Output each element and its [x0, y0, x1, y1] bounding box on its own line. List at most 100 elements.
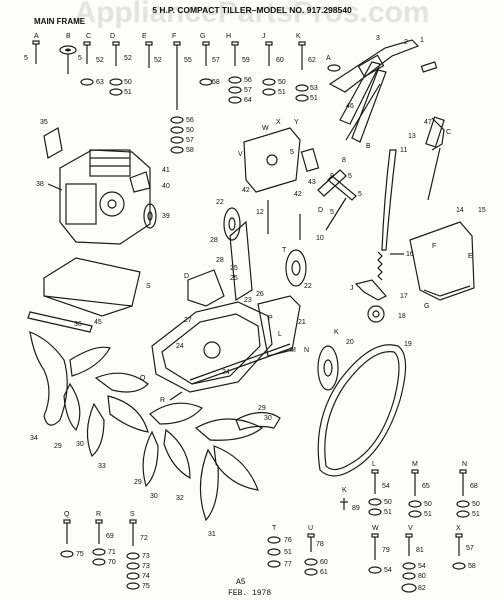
drag-bar[interactable]: 45 [27, 311, 102, 333]
hardware-stack-T[interactable]: T 76 51 77 [267, 525, 292, 568]
svg-text:75: 75 [142, 583, 150, 590]
hardware-stack-W[interactable]: W 79 54 [368, 525, 392, 574]
hardware-stack-M[interactable]: M 65 50 51 [408, 461, 432, 518]
tine-shield[interactable]: S 36 [43, 257, 151, 328]
svg-text:22: 22 [304, 283, 312, 290]
svg-text:1: 1 [420, 37, 424, 44]
hardware-stack-D[interactable]: D 52 50 51 [109, 33, 132, 96]
control-cable[interactable]: 13 47 C [408, 116, 451, 201]
svg-text:17: 17 [400, 293, 408, 300]
hardware-stack-O[interactable]: Q 75 [60, 511, 84, 558]
svg-text:60: 60 [320, 559, 328, 566]
svg-text:73: 73 [142, 553, 150, 560]
wheel-bracket[interactable]: 28 25 23 [210, 220, 253, 304]
tine-outer-right[interactable]: 29 30 31 [194, 405, 281, 538]
hardware-stack-U[interactable]: U 78 60 61 [304, 525, 328, 576]
watermark-text: AppliancePartsPros.com [74, 0, 429, 29]
svg-text:50: 50 [278, 79, 286, 86]
svg-text:T: T [282, 247, 287, 254]
svg-text:A: A [34, 33, 39, 40]
tine-bolts[interactable]: R Q [140, 375, 183, 404]
svg-text:78: 78 [316, 541, 324, 548]
svg-text:77: 77 [284, 561, 292, 568]
hardware-long-bolt-F[interactable]: F 55 56 50 57 58 [170, 33, 194, 154]
svg-text:B: B [366, 143, 371, 150]
svg-text:N: N [462, 461, 467, 468]
hardware-stack-C[interactable]: C 52 63 [80, 33, 104, 86]
clutch-rod[interactable]: 11 [381, 147, 407, 251]
upper-frame-bracket[interactable]: W X Y 5 V [238, 119, 301, 193]
engine-pulley[interactable]: 39 [143, 203, 170, 229]
svg-text:46: 46 [346, 103, 354, 110]
hardware-stack-J[interactable]: J 60 50 51 [262, 33, 286, 96]
hardware-stack-L[interactable]: L 54 50 51 [368, 461, 392, 516]
hardware-stack-K[interactable]: K 62 53 51 [295, 33, 318, 102]
svg-text:89: 89 [352, 505, 360, 512]
handle-assembly[interactable]: 1 2 3 A 46 B [326, 35, 438, 150]
svg-text:29: 29 [134, 479, 142, 486]
svg-text:58: 58 [468, 563, 476, 570]
hardware-stack-E[interactable]: E 52 [142, 33, 162, 68]
shift-lever[interactable]: 8 5 5 D 5 10 9 [316, 157, 362, 242]
svg-text:51: 51 [278, 89, 286, 96]
svg-text:13: 13 [408, 133, 416, 140]
main-pulley[interactable]: 20 K [317, 329, 354, 391]
hardware-bolt-A[interactable]: A 5 [24, 33, 40, 64]
svg-text:58: 58 [212, 79, 220, 86]
svg-text:76: 76 [284, 537, 292, 544]
hardware-stack-G[interactable]: G 57 58 [199, 33, 220, 86]
transmission-cover[interactable]: 21 L M N P [257, 295, 309, 357]
upper-frame-parts[interactable]: 43 42 42 12 [242, 147, 320, 240]
svg-text:57: 57 [466, 545, 474, 552]
hardware-knob-B[interactable]: B 5 [59, 33, 82, 74]
transmission-housing[interactable]: 24 24 27 26 [151, 291, 273, 393]
svg-text:D: D [110, 33, 115, 40]
svg-text:R: R [96, 511, 101, 518]
svg-text:52: 52 [124, 55, 132, 62]
svg-text:X: X [456, 525, 461, 532]
axle-shaft[interactable] [189, 343, 293, 385]
svg-text:5: 5 [358, 191, 362, 198]
svg-text:61: 61 [320, 569, 328, 576]
idler-spring[interactable]: 16 [377, 251, 414, 281]
svg-text:5: 5 [78, 55, 82, 62]
svg-text:26: 26 [256, 291, 264, 298]
hardware-stack-R[interactable]: R 69 71 70 [92, 511, 116, 566]
decal-35[interactable]: 35 [40, 119, 63, 159]
svg-text:64: 64 [244, 97, 252, 104]
engine[interactable]: 38 41 40 [36, 149, 170, 245]
svg-text:J: J [262, 33, 266, 40]
svg-text:71: 71 [108, 549, 116, 556]
svg-text:54: 54 [418, 563, 426, 570]
hardware-stack-S[interactable]: S 72 73 73 74 75 [126, 511, 150, 590]
svg-text:27: 27 [184, 317, 192, 324]
callout-K-89[interactable]: K 89 [340, 487, 360, 512]
left-wheel[interactable]: 22 [216, 199, 241, 241]
idler-arm[interactable]: J 17 18 [350, 279, 408, 323]
svg-text:D: D [184, 273, 189, 280]
svg-text:50: 50 [124, 79, 132, 86]
hardware-stack-V[interactable]: V 81 54 80 82 [401, 525, 426, 593]
svg-text:70: 70 [108, 559, 116, 566]
svg-text:25: 25 [230, 265, 238, 272]
svg-text:45: 45 [94, 319, 102, 326]
svg-text:33: 33 [98, 463, 106, 470]
svg-text:28: 28 [210, 237, 218, 244]
svg-text:75: 75 [76, 551, 84, 558]
right-wheel[interactable]: T 22 [282, 247, 312, 290]
svg-text:34: 34 [30, 435, 38, 442]
tine-outer-left[interactable]: 34 29 [29, 331, 111, 450]
drive-belt[interactable]: 19 [317, 341, 412, 477]
hardware-stack-H[interactable]: H 59 56 57 64 [226, 33, 252, 104]
tine-inner-left[interactable]: 30 33 [76, 372, 149, 470]
hardware-stack-X[interactable]: X 57 58 [452, 525, 476, 570]
svg-text:G: G [200, 33, 205, 40]
svg-text:50: 50 [186, 127, 194, 134]
svg-text:39: 39 [162, 213, 170, 220]
svg-text:Q: Q [64, 511, 70, 518]
svg-text:K: K [296, 33, 301, 40]
tine-inner-right[interactable]: 29 30 32 [134, 402, 203, 502]
belt-guard[interactable]: 14 15 F E G [409, 207, 486, 310]
svg-text:50: 50 [472, 501, 480, 508]
hardware-stack-N[interactable]: N 68 50 51 [456, 461, 480, 518]
